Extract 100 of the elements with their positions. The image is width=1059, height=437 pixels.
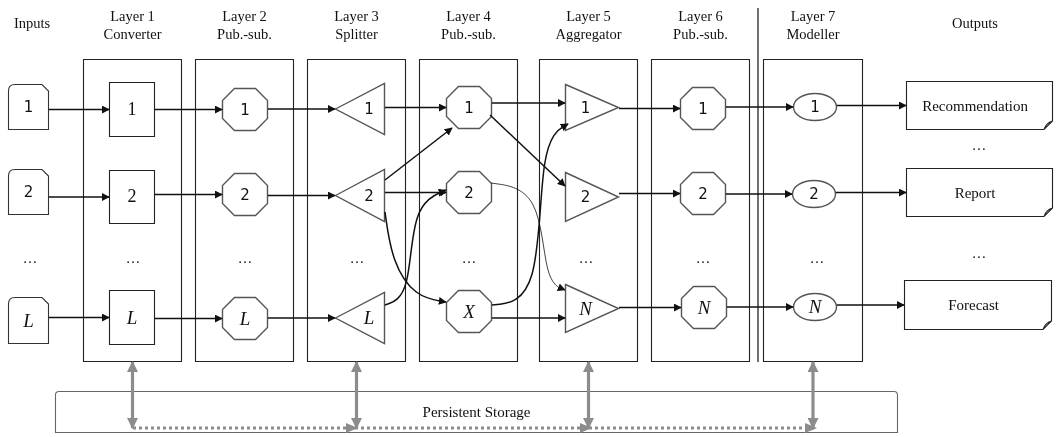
- arrow: [384, 189, 447, 306]
- double-arrow: [351, 360, 362, 430]
- converter-box: [109, 82, 155, 137]
- arrow: [267, 105, 336, 113]
- output-document: [906, 81, 1053, 130]
- column-heading: Outputs: [952, 14, 998, 32]
- ellipsis-label: …: [695, 249, 711, 267]
- layer-heading: Layer 1 Converter: [102, 7, 163, 44]
- arrow: [384, 211, 447, 305]
- arrow: [491, 99, 566, 107]
- arrow: [726, 303, 794, 311]
- converter-box: [109, 170, 155, 224]
- pubsub-octagon: [222, 88, 268, 131]
- arrow: [836, 301, 905, 309]
- ellipsis-label: …: [125, 249, 141, 267]
- node-label: 2: [23, 183, 34, 201]
- pubsub-octagon: [680, 87, 726, 130]
- ellipsis-label: …: [461, 249, 477, 267]
- node-label: 2: [127, 187, 137, 207]
- node-label: 2: [698, 185, 708, 202]
- arrow: [618, 104, 681, 113]
- arrow: [835, 188, 907, 197]
- ellipsis-label: …: [809, 249, 825, 267]
- output-document: [906, 168, 1053, 217]
- node-label: 1: [127, 99, 137, 120]
- pubsub-octagon: [681, 286, 727, 329]
- storage-box: [55, 391, 898, 433]
- node-label: L: [363, 307, 375, 329]
- aggregator-triangle: [565, 284, 619, 333]
- node-label: 2: [240, 186, 250, 203]
- node-label: Recommendation: [922, 97, 1028, 114]
- arrow: [48, 313, 110, 322]
- pubsub-octagon: [446, 290, 492, 333]
- arrow: [154, 190, 223, 199]
- ellipsis-label: …: [349, 249, 365, 267]
- node-label: N: [579, 298, 592, 319]
- node-label: L: [23, 310, 34, 331]
- node-label: 2: [364, 187, 374, 204]
- node-label: 1: [698, 100, 708, 117]
- ellipsis-label: …: [971, 136, 987, 154]
- node-label: 1: [240, 101, 250, 118]
- pubsub-octagon: [680, 172, 726, 215]
- output-document: [904, 280, 1052, 330]
- aggregator-triangle: [565, 84, 619, 131]
- double-arrow: [583, 360, 594, 430]
- node-label: 1: [464, 99, 474, 116]
- arrow: [618, 303, 682, 312]
- splitter-triangle: [335, 292, 385, 344]
- double-arrow: [127, 360, 138, 430]
- pubsub-octagon: [222, 297, 268, 340]
- node-label: X: [463, 301, 475, 322]
- node-label: N: [808, 296, 822, 318]
- node-label: N: [697, 297, 711, 318]
- node-label: Report: [954, 184, 996, 201]
- arrow: [267, 191, 336, 200]
- modeller-ellipse: [793, 293, 837, 321]
- arrow: [491, 123, 569, 306]
- pubsub-octagon: [446, 171, 492, 214]
- input-card: [8, 169, 49, 215]
- layer-heading: Layer 3 Splitter: [333, 7, 380, 44]
- node-label: 2: [464, 184, 474, 201]
- layer-heading: Layer 4 Pub.-sub.: [440, 7, 497, 44]
- layer-heading: Layer 5 Aggregator: [554, 7, 623, 44]
- arrow: [836, 101, 907, 110]
- splitter-triangle: [335, 83, 385, 135]
- arrow: [267, 314, 336, 322]
- pubsub-octagon: [446, 86, 492, 129]
- column-heading: Inputs: [13, 14, 51, 32]
- modeller-ellipse: [792, 180, 836, 208]
- ellipsis-label: …: [971, 244, 987, 262]
- modeller-ellipse: [793, 93, 837, 121]
- node-label: 1: [580, 99, 591, 116]
- arrow: [48, 193, 110, 201]
- node-label: 1: [364, 100, 374, 118]
- arrow: [154, 105, 223, 114]
- ellipsis-label: …: [237, 249, 253, 267]
- arrow: [725, 190, 793, 198]
- arrow: [725, 103, 794, 111]
- arrow: [489, 114, 566, 187]
- aggregator-triangle: [565, 172, 619, 222]
- ellipsis-label: …: [578, 249, 594, 267]
- node-label: 1: [23, 98, 34, 116]
- arrow: [384, 127, 453, 181]
- layer-heading: Layer 2 Pub.-sub.: [216, 7, 273, 44]
- input-card: [8, 84, 49, 130]
- node-label: Forecast: [948, 296, 999, 314]
- converter-box: [109, 290, 155, 345]
- double-arrow: [807, 360, 819, 430]
- node-label: L: [239, 308, 251, 329]
- arrow: [491, 314, 566, 322]
- node-label: 1: [810, 98, 820, 116]
- arrow: [384, 103, 447, 112]
- arrow: [154, 314, 223, 323]
- layer-heading: Layer 7 Modeller: [785, 7, 841, 44]
- node-label: Persistent Storage: [422, 403, 531, 421]
- arrow: [48, 105, 110, 114]
- pubsub-octagon: [222, 173, 268, 216]
- node-label: L: [126, 307, 138, 328]
- node-label: 2: [809, 185, 819, 203]
- arrow: [618, 189, 681, 198]
